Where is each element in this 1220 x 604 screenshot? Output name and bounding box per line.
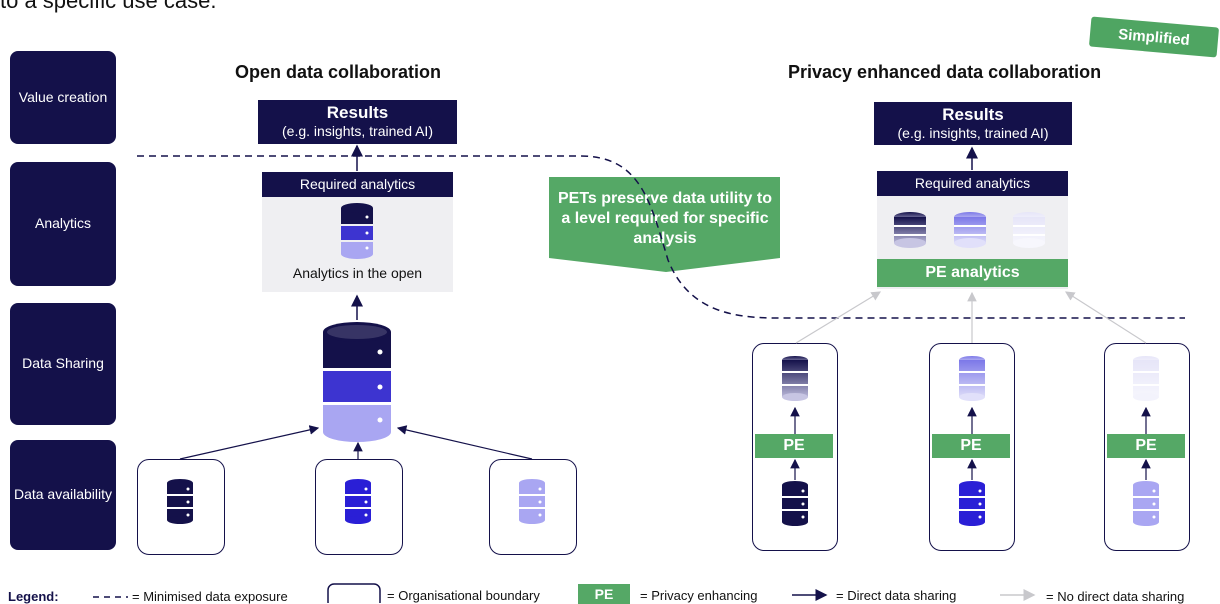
pe-analytics-db2-icon bbox=[954, 212, 986, 248]
left-results-subtitle: (e.g. insights, trained AI) bbox=[282, 123, 433, 139]
org2-database-icon bbox=[345, 479, 371, 524]
right-results-subtitle: (e.g. insights, trained AI) bbox=[897, 125, 1049, 141]
org3-database-icon bbox=[519, 479, 545, 524]
pe-tag-2: PE bbox=[932, 434, 1010, 458]
intro-text-fragment: to a specific use case. bbox=[0, 0, 217, 13]
org1-database-icon bbox=[167, 479, 193, 524]
grey-arrow-1 bbox=[795, 291, 882, 344]
pe-analytics-db3-icon bbox=[1013, 212, 1045, 248]
pe-tag-3: PE bbox=[1107, 434, 1185, 458]
pe-collab-title: Privacy enhanced data collaboration bbox=[788, 62, 1102, 82]
stage-data-availability: Data availability bbox=[10, 440, 116, 550]
org-boundary-2 bbox=[315, 459, 403, 555]
legend-boundary: = Organisational boundary bbox=[387, 588, 540, 603]
analytics-open-label: Analytics in the open bbox=[292, 265, 423, 281]
right-results-title: Results bbox=[942, 105, 1004, 124]
legend-direct: = Direct data sharing bbox=[836, 588, 957, 603]
pe-org1-database-icon bbox=[782, 481, 808, 526]
stage-value-creation: Value creation bbox=[10, 51, 116, 144]
legend-pe-tag: PE bbox=[578, 584, 630, 604]
pe-org2-faded-database-icon bbox=[959, 356, 985, 401]
pe-org3-faded-database-icon bbox=[1133, 356, 1159, 401]
stage-data-sharing: Data Sharing bbox=[10, 303, 116, 425]
pe-org2-database-icon bbox=[959, 481, 985, 526]
open-analytics-database-icon bbox=[341, 203, 373, 259]
minimised-exposure-line bbox=[137, 155, 1185, 319]
legend-title: Legend: bbox=[8, 589, 59, 604]
arrow-org1-share bbox=[179, 425, 320, 460]
legend-minimised: = Minimised data exposure bbox=[132, 589, 288, 604]
callout-text: PETs preserve data utility to a level re… bbox=[558, 190, 772, 247]
pe-analytics-bar: PE analytics bbox=[877, 259, 1068, 287]
pe-analytics-db1-icon bbox=[894, 212, 926, 248]
right-required-analytics: Required analytics bbox=[877, 171, 1068, 196]
open-collab-title: Open data collaboration bbox=[235, 62, 442, 82]
left-results-box: Results (e.g. insights, trained AI) bbox=[258, 100, 457, 144]
pe-org1-faded-database-icon bbox=[782, 356, 808, 401]
left-results-title: Results bbox=[326, 103, 389, 122]
grey-arrow-3 bbox=[1064, 291, 1147, 344]
pe-org3-database-icon bbox=[1133, 481, 1159, 526]
legend-nodirect: = No direct data sharing bbox=[1046, 589, 1185, 604]
right-results-box: Results (e.g. insights, trained AI) bbox=[874, 102, 1072, 145]
arrow-org3-share bbox=[396, 425, 533, 460]
shared-database-icon bbox=[323, 322, 391, 442]
legend-boundary-icon bbox=[327, 583, 381, 603]
left-required-analytics: Required analytics bbox=[262, 172, 453, 197]
stage-analytics: Analytics bbox=[10, 162, 116, 286]
pe-tag-1: PE bbox=[755, 434, 833, 458]
legend-privacy: = Privacy enhancing bbox=[640, 588, 758, 603]
